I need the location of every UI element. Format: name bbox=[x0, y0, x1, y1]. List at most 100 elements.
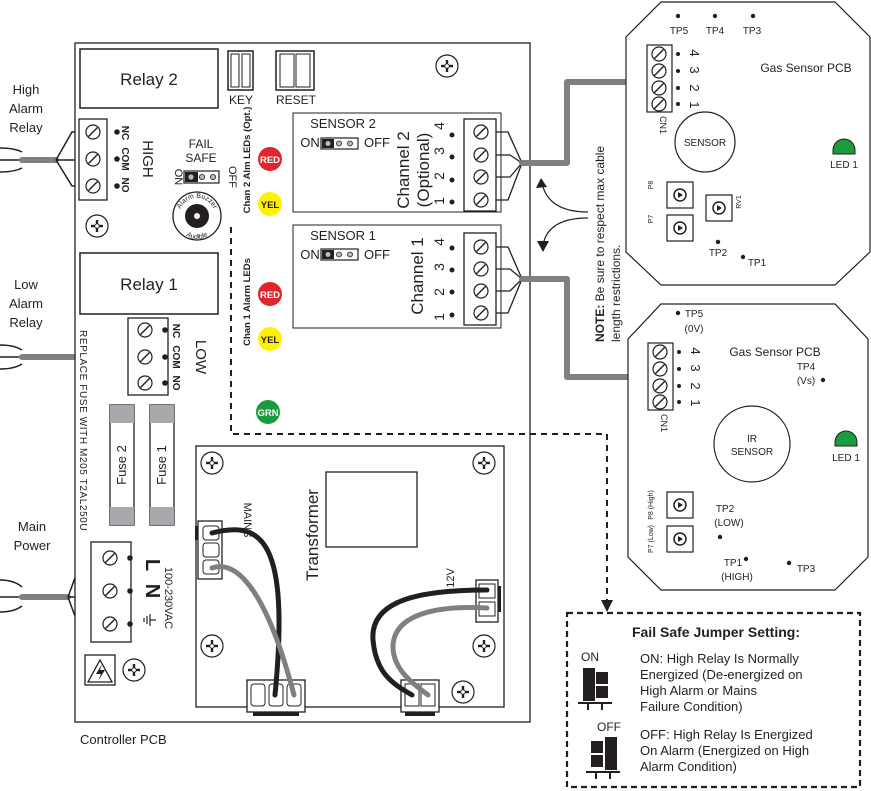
svg-text:YEL: YEL bbox=[261, 335, 280, 346]
mount-hole-bottom-right bbox=[450, 679, 476, 705]
cable-length-note-line2: length restrictions. bbox=[609, 245, 623, 342]
svg-text:HIGH: HIGH bbox=[139, 140, 156, 178]
svg-text:LED 1: LED 1 bbox=[832, 453, 860, 464]
svg-text:COM: COM bbox=[119, 147, 130, 170]
svg-text:Fuse 1: Fuse 1 bbox=[154, 445, 169, 485]
svg-text:LED 1: LED 1 bbox=[830, 160, 858, 171]
svg-text:RESET: RESET bbox=[276, 93, 317, 107]
svg-text:TP1: TP1 bbox=[724, 558, 743, 569]
svg-text:Main: Main bbox=[18, 519, 46, 534]
high-voltage-warning-icon bbox=[84, 654, 116, 686]
fail-safe-jumper[interactable]: FAIL SAFE ON OFF bbox=[172, 137, 238, 188]
svg-text:Alarm Condition): Alarm Condition) bbox=[640, 759, 737, 774]
svg-text:Failure Condition): Failure Condition) bbox=[640, 699, 743, 714]
svg-text:SAFE: SAFE bbox=[185, 151, 216, 165]
svg-text:12V: 12V bbox=[445, 568, 457, 588]
svg-text:Gas Sensor PCB: Gas Sensor PCB bbox=[760, 61, 851, 75]
12v-connector bbox=[475, 579, 501, 623]
svg-text:NO: NO bbox=[170, 376, 181, 391]
svg-text:TP5: TP5 bbox=[685, 309, 704, 320]
channel-2-cable bbox=[496, 79, 648, 201]
svg-text:3: 3 bbox=[431, 263, 447, 271]
svg-text:ON: ON bbox=[300, 247, 320, 262]
svg-text:OFF: OFF bbox=[226, 166, 238, 188]
svg-text:TP4: TP4 bbox=[706, 26, 725, 37]
gas-sensor-pcb-bottom: TP5 (0V) Gas Sensor PCB TP4 (Vs) 4 3 2 1… bbox=[627, 303, 869, 591]
svg-text:SENSOR 1: SENSOR 1 bbox=[310, 228, 376, 243]
svg-text:TP1: TP1 bbox=[748, 258, 767, 269]
svg-text:Fail Safe Jumper Setting:: Fail Safe Jumper Setting: bbox=[632, 624, 800, 640]
svg-text:L: L bbox=[141, 559, 163, 571]
svg-text:P8 (High): P8 (High) bbox=[648, 490, 655, 520]
fuse-note: REPLACE FUSE WITH M205 T2AL250U bbox=[77, 330, 88, 531]
low-terminal-block: NC COM NO LOW bbox=[127, 317, 209, 396]
svg-text:100-230VAC: 100-230VAC bbox=[162, 567, 174, 629]
svg-text:OFF: OFF bbox=[597, 720, 621, 734]
svg-text:4: 4 bbox=[688, 347, 703, 354]
fuse-2: Fuse 2 bbox=[109, 404, 135, 526]
svg-text:KEY: KEY bbox=[229, 93, 253, 107]
svg-text:IR: IR bbox=[747, 434, 757, 445]
svg-text:CN1: CN1 bbox=[659, 414, 669, 432]
svg-text:TP3: TP3 bbox=[743, 26, 762, 37]
svg-text:Audible: Audible bbox=[185, 231, 209, 241]
svg-text:TP2: TP2 bbox=[709, 248, 728, 259]
svg-text:ON: ON bbox=[300, 135, 320, 150]
sensor-1-section: SENSOR 1 ON OFF Channel 1 1 2 3 4 bbox=[292, 224, 502, 329]
high-alarm-relay-label: High Alarm Relay bbox=[9, 82, 43, 135]
svg-text:1: 1 bbox=[431, 313, 447, 321]
svg-text:Energized (De-energized on: Energized (De-energized on bbox=[640, 667, 803, 682]
svg-text:RV1: RV1 bbox=[736, 195, 743, 209]
chan2-yel-led: YEL bbox=[258, 192, 282, 216]
svg-text:P7 (Low): P7 (Low) bbox=[648, 525, 655, 553]
svg-text:OFF: OFF bbox=[364, 135, 390, 150]
svg-text:4: 4 bbox=[687, 49, 702, 56]
svg-text:Relay 2: Relay 2 bbox=[120, 70, 178, 89]
svg-text:High Alarm or Mains: High Alarm or Mains bbox=[640, 683, 758, 698]
chan2-leds-label: Chan 2 Alm LEDs (Opt.) bbox=[242, 107, 253, 214]
svg-text:YEL: YEL bbox=[261, 200, 280, 211]
svg-text:FAIL: FAIL bbox=[189, 137, 214, 151]
fuse-1: Fuse 1 bbox=[149, 404, 175, 526]
svg-text:RED: RED bbox=[260, 155, 280, 166]
svg-text:NC: NC bbox=[119, 126, 130, 140]
svg-text:OFF: OFF bbox=[364, 247, 390, 262]
svg-text:Channel 1: Channel 1 bbox=[408, 237, 427, 315]
gas-sensor-pcb-top: TP5 TP4 TP3 Gas Sensor PCB 4 3 2 1 CN1 S… bbox=[625, 1, 871, 286]
high-terminal-block: NC COM NO HIGH bbox=[78, 118, 156, 201]
reset-button[interactable]: RESET bbox=[275, 50, 317, 107]
svg-text:ON: ON bbox=[172, 169, 184, 186]
svg-text:Power: Power bbox=[14, 538, 52, 553]
svg-text:Low: Low bbox=[14, 277, 38, 292]
power-terminal-block: L N 100-230VAC bbox=[90, 541, 174, 643]
chan1-leds-label: Chan 1 Alarm LEDs bbox=[242, 258, 253, 346]
svg-text:Relay 1: Relay 1 bbox=[120, 275, 178, 294]
ground-icon bbox=[143, 614, 156, 626]
cable-length-note: NOTE: Be sure to respect max cable bbox=[593, 146, 607, 342]
svg-text:GRN: GRN bbox=[257, 408, 278, 419]
svg-text:3: 3 bbox=[431, 147, 447, 155]
high-relay-cable bbox=[0, 131, 92, 187]
key-button[interactable]: KEY bbox=[227, 50, 254, 107]
svg-text:Alarm: Alarm bbox=[9, 101, 43, 116]
svg-text:(Vs): (Vs) bbox=[797, 376, 815, 387]
mount-hole-left bbox=[84, 213, 110, 239]
sensor-2-section: SENSOR 2 ON OFF Channel 2 (Optional) 1 2… bbox=[292, 112, 502, 213]
svg-text:Fuse 2: Fuse 2 bbox=[114, 445, 129, 485]
svg-text:3: 3 bbox=[688, 364, 703, 371]
svg-text:1: 1 bbox=[687, 101, 702, 108]
power-grn-led: GRN bbox=[256, 400, 280, 424]
svg-text:TP2: TP2 bbox=[716, 504, 735, 515]
chan2-red-led: RED bbox=[258, 147, 282, 171]
transformer: Transformer MAINS 12V bbox=[195, 445, 505, 708]
svg-text:4: 4 bbox=[431, 238, 447, 246]
low-alarm-relay-label: Low Alarm Relay bbox=[9, 277, 43, 330]
svg-text:TP3: TP3 bbox=[797, 564, 816, 575]
svg-text:CN1: CN1 bbox=[658, 116, 668, 134]
svg-text:RED: RED bbox=[260, 290, 280, 301]
svg-text:(HIGH): (HIGH) bbox=[721, 572, 753, 583]
svg-text:TP5: TP5 bbox=[670, 26, 689, 37]
svg-text:Channel 2: Channel 2 bbox=[394, 131, 413, 209]
chan1-yel-led: YEL bbox=[258, 327, 282, 351]
svg-text:LOW: LOW bbox=[192, 340, 209, 375]
